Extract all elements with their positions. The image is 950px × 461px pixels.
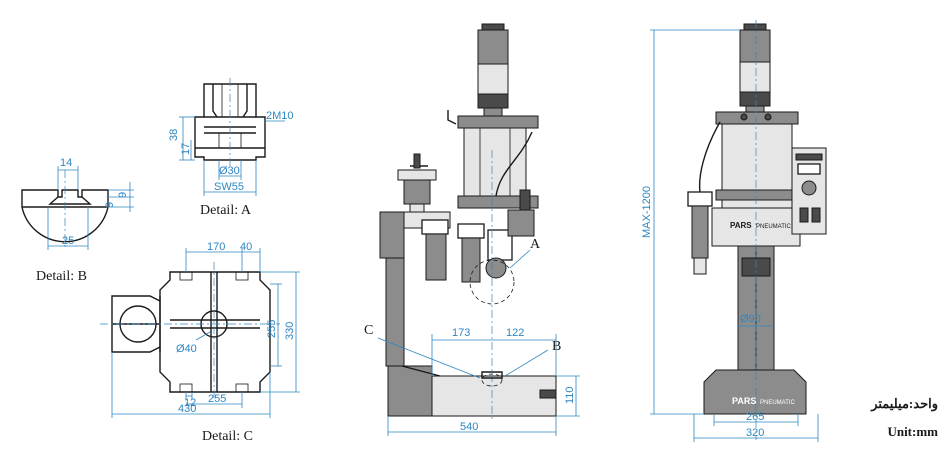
detail-a-thread-dim: 2M10 [266,110,294,122]
detail-a: 2M10 38 17 Ø30 SW55 Detail: A [168,78,294,218]
front-base-brand: PARS [732,396,756,406]
detail-a-height-total: 38 [168,129,180,141]
detail-b-slot-dim: 14 [60,157,72,169]
side-right-offset: 122 [506,327,524,339]
front-max-height: MAX-1200 [641,186,653,238]
detail-a-label: Detail: A [200,203,252,218]
front-base-outer: 320 [746,427,764,439]
side-view: C B A 173 122 110 540 [364,23,580,436]
detail-c-overall-width: 430 [178,403,196,415]
detail-c: 170 40 Ø40 255 330 12 255 430 Detail: C [100,241,300,444]
detail-b-depth-1: 9 [117,192,129,198]
front-head-brand: PARS [730,221,752,230]
detail-c-table-outline [159,271,271,393]
side-left-offset: 173 [452,327,470,339]
detail-a-wrench-dim: SW55 [214,181,244,193]
unit-label-fa: واحد:میلیمتر [870,396,938,412]
front-column-dim: Ø90 [740,313,761,325]
side-callout-c: C [364,323,373,338]
side-callout-b: B [552,339,561,354]
detail-b-base-dim: 25 [62,235,74,247]
front-base-brand-suffix: PNEUMATIC [760,400,796,406]
detail-c-bottom-edge: 12 [184,397,196,409]
detail-c-top-edge: 40 [240,241,252,253]
detail-c-hole-dim: Ø40 [176,343,197,355]
front-base-inner: 265 [746,411,764,423]
detail-b: 14 9 9 25 Detail: B [21,157,134,284]
detail-c-top-span: 170 [207,241,225,253]
detail-c-label: Detail: C [202,429,253,444]
side-base-height: 110 [564,386,576,404]
detail-a-bore-dim: Ø30 [219,165,240,177]
front-head-brand-suffix: PNEUMATIC [756,224,792,230]
detail-c-bottom-span: 255 [208,393,226,405]
detail-b-label: Detail: B [36,269,87,284]
side-callout-a: A [530,237,541,252]
side-overall-length: 540 [460,421,478,433]
detail-c-depth-outer: 330 [284,322,296,340]
front-view: PARS PNEUMATIC PARS PNEUMATIC [641,20,827,442]
detail-a-height-lower: 17 [180,143,192,155]
detail-b-depth-2: 9 [104,202,116,208]
unit-label-en: Unit:mm [887,424,938,439]
detail-c-depth-inner: 255 [266,320,278,338]
